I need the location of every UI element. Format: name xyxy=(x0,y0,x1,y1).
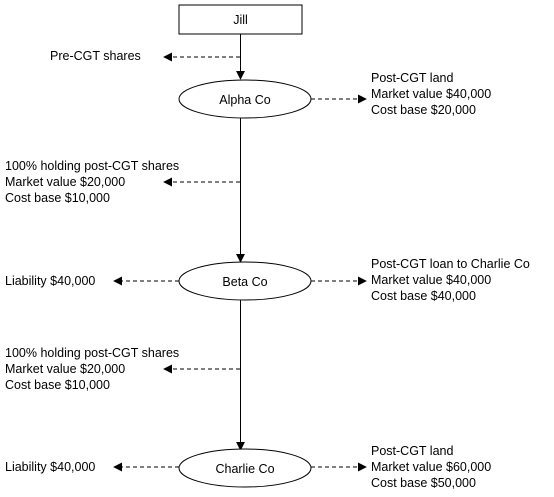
charlie-asset-line-1: Post-CGT land xyxy=(371,444,454,458)
beta-holding-line-1: 100% holding post-CGT shares xyxy=(5,346,180,360)
beta-charlie-holding-note: 100% holding post-CGT shares Market valu… xyxy=(5,345,179,393)
beta-liability-note: Liability $40,000 xyxy=(5,274,96,288)
charlie-co-label: Charlie Co xyxy=(215,462,274,476)
alpha-holding-line-3: Cost base $10,000 xyxy=(5,191,110,205)
beta-holding-line-3: Cost base $10,000 xyxy=(5,378,110,392)
beta-asset-line-3: Cost base $40,000 xyxy=(371,289,476,303)
beta-asset-line-2: Market value $40,000 xyxy=(371,273,492,287)
jill-box xyxy=(178,4,303,35)
alpha-asset-line-3: Cost base $20,000 xyxy=(371,103,476,117)
jill-label: Jill xyxy=(233,13,248,27)
charlie-asset-line-2: Market value $60,000 xyxy=(371,460,492,474)
alpha-asset-line-1: Post-CGT land xyxy=(371,71,454,85)
charlie-co-node xyxy=(178,448,312,488)
pre-cgt-shares-note: Pre-CGT shares xyxy=(50,49,141,63)
beta-asset-note: Post-CGT loan to Charlie Co Market value… xyxy=(371,256,530,304)
alpha-asset-note: Post-CGT land Market value $40,000 Cost … xyxy=(371,70,491,118)
charlie-asset-note: Post-CGT land Market value $60,000 Cost … xyxy=(371,443,491,491)
alpha-beta-holding-note: 100% holding post-CGT shares Market valu… xyxy=(5,158,179,206)
alpha-holding-line-1: 100% holding post-CGT shares xyxy=(5,159,180,173)
alpha-asset-line-2: Market value $40,000 xyxy=(371,87,492,101)
charlie-asset-line-3: Cost base $50,000 xyxy=(371,476,476,490)
beta-asset-line-1: Post-CGT loan to Charlie Co xyxy=(371,257,530,271)
beta-co-label: Beta Co xyxy=(222,275,267,289)
alpha-co-label: Alpha Co xyxy=(219,93,270,107)
charlie-liability-note: Liability $40,000 xyxy=(5,460,96,474)
alpha-holding-line-2: Market value $20,000 xyxy=(5,175,126,189)
beta-holding-line-2: Market value $20,000 xyxy=(5,362,126,376)
